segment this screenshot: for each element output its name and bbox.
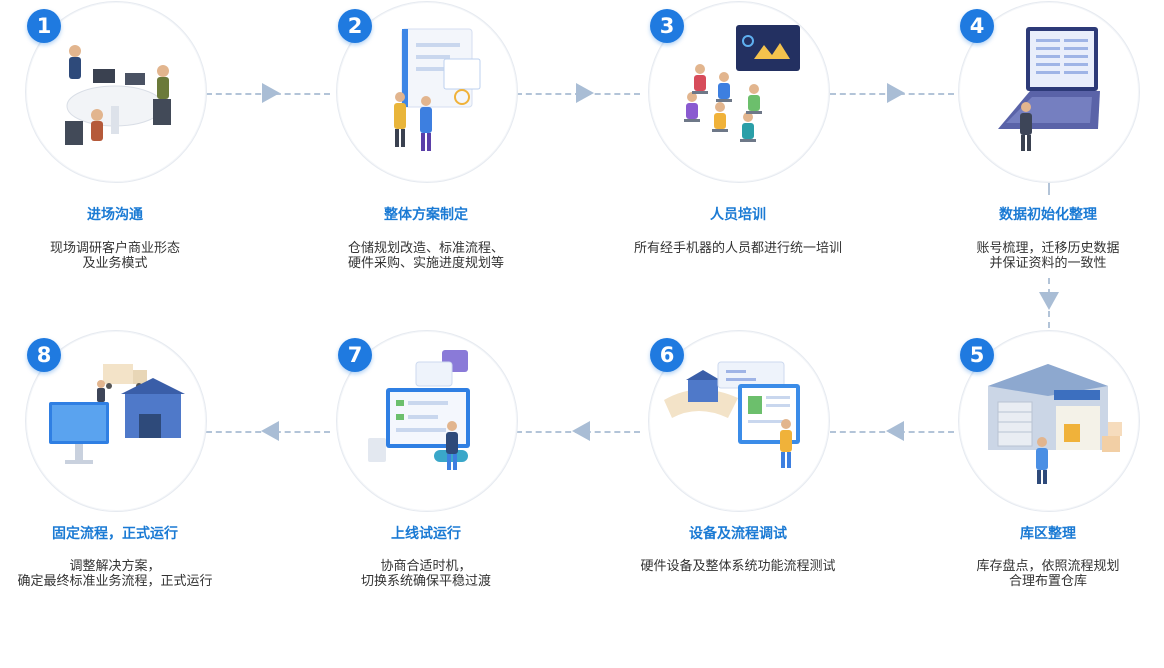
step-description: 库存盘点，依照流程规划 合理布置仓库 <box>913 559 1164 589</box>
step-description: 现场调研客户商业形态 及业务模式 <box>0 241 250 271</box>
desc-line: 确定最终标准业务流程，正式运行 <box>17 574 213 589</box>
training-class-illustration <box>684 25 800 142</box>
connector-4-5 <box>1048 183 1050 195</box>
desc-line: 并保证资料的一致性 <box>989 256 1107 271</box>
step-number-badge: 5 <box>960 338 994 372</box>
step-title: 整体方案制定 <box>384 207 468 223</box>
desc-line: 及业务模式 <box>82 256 148 271</box>
arrow-left-icon <box>886 421 904 441</box>
step-title: 固定流程，正式运行 <box>52 526 178 542</box>
step-description: 协商合适时机， 切换系统确保平稳过渡 <box>291 559 561 589</box>
operation-illustration <box>49 364 185 464</box>
step-description: 账号梳理，迁移历史数据 并保证资料的一致性 <box>913 241 1164 271</box>
desc-line: 硬件采购、实施进度规划等 <box>347 256 504 271</box>
laptop-data-illustration <box>998 27 1100 151</box>
arrow-left-icon <box>572 421 590 441</box>
warehouse-illustration <box>988 364 1122 484</box>
desc-line: 切换系统确保平稳过渡 <box>360 574 491 589</box>
step-number-badge: 2 <box>338 9 372 43</box>
step-number-badge: 8 <box>27 338 61 372</box>
step-title: 设备及流程调试 <box>689 526 787 542</box>
step-title: 进场沟通 <box>87 207 143 223</box>
step-description: 仓储规划改造、标准流程、 硬件采购、实施进度规划等 <box>291 241 561 271</box>
desc-line: 合理布置仓库 <box>1008 574 1087 589</box>
arrow-right-icon <box>576 83 594 103</box>
arrow-down-icon <box>1039 292 1059 310</box>
desc-line: 硬件设备及整体系统功能流程测试 <box>640 559 836 574</box>
step-number-badge: 7 <box>338 338 372 372</box>
step-number-badge: 1 <box>27 9 61 43</box>
device-testing-illustration <box>664 361 800 468</box>
step-title: 人员培训 <box>710 207 766 223</box>
planning-board-illustration <box>394 28 481 151</box>
step-title: 数据初始化整理 <box>999 207 1097 223</box>
meeting-table-illustration <box>65 45 171 145</box>
step-description: 所有经手机器的人员都进行统一培训 <box>603 241 873 256</box>
step-description: 硬件设备及整体系统功能流程测试 <box>603 559 873 574</box>
arrow-left-icon <box>261 421 279 441</box>
step-title: 库区整理 <box>1020 526 1076 542</box>
desc-line: 现场调研客户商业形态 <box>49 241 180 256</box>
desc-line: 账号梳理，迁移历史数据 <box>976 241 1120 256</box>
step-number-badge: 3 <box>650 9 684 43</box>
desc-line: 所有经手机器的人员都进行统一培训 <box>633 241 842 256</box>
desc-line: 库存盘点，依照流程规划 <box>976 559 1120 574</box>
launch-screen-illustration <box>368 350 470 470</box>
arrow-right-icon <box>887 83 905 103</box>
step-description: 调整解决方案， 确定最终标准业务流程，正式运行 <box>0 559 250 589</box>
step-number-badge: 6 <box>650 338 684 372</box>
step-title: 上线试运行 <box>391 526 461 542</box>
desc-line: 协商合适时机， <box>380 559 472 574</box>
step-number-badge: 4 <box>960 9 994 43</box>
arrow-right-icon <box>262 83 280 103</box>
desc-line: 调整解决方案， <box>69 559 161 574</box>
desc-line: 仓储规划改造、标准流程、 <box>347 241 504 256</box>
